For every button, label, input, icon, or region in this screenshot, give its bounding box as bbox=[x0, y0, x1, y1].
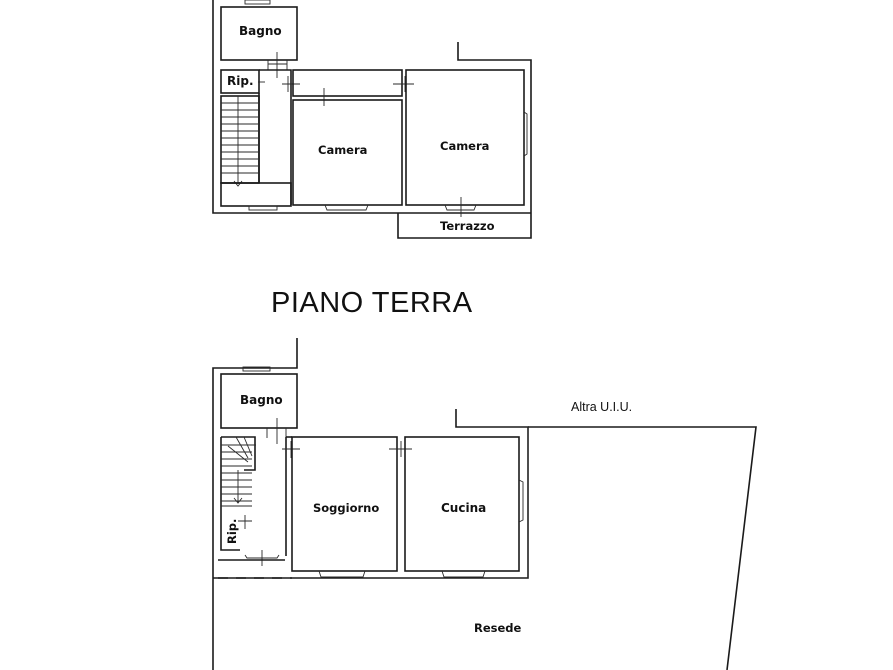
ground-bagno-label: Bagno bbox=[240, 393, 283, 407]
upper-bagno-room bbox=[220, 6, 298, 61]
upper-rip-label: Rip. bbox=[227, 74, 254, 88]
upper-floor-plan bbox=[212, 0, 532, 239]
upper-camera-left-room bbox=[292, 99, 403, 206]
upper-rip-room bbox=[220, 69, 260, 94]
upper-camera-right-room bbox=[405, 69, 525, 206]
ground-floor-plan bbox=[212, 338, 757, 670]
upper-camera-right-label: Camera bbox=[440, 139, 490, 153]
ground-rip-label: Rip. bbox=[225, 518, 239, 544]
upper-bagno-label: Bagno bbox=[239, 24, 282, 38]
ground-cucina-room bbox=[404, 436, 520, 572]
ground-soggiorno-room bbox=[291, 436, 398, 572]
ground-floor-title: PIANO TERRA bbox=[271, 287, 473, 319]
ground-cucina-label: Cucina bbox=[441, 501, 487, 515]
ground-soggiorno-label: Soggiorno bbox=[313, 501, 380, 515]
upper-camera-left-label: Camera bbox=[318, 143, 368, 157]
altra-uiu-label: Altra U.I.U. bbox=[571, 400, 633, 414]
ground-bagno-room bbox=[220, 373, 298, 429]
upper-terrazzo-label: Terrazzo bbox=[440, 219, 495, 233]
ground-resede-label: Resede bbox=[474, 621, 522, 635]
